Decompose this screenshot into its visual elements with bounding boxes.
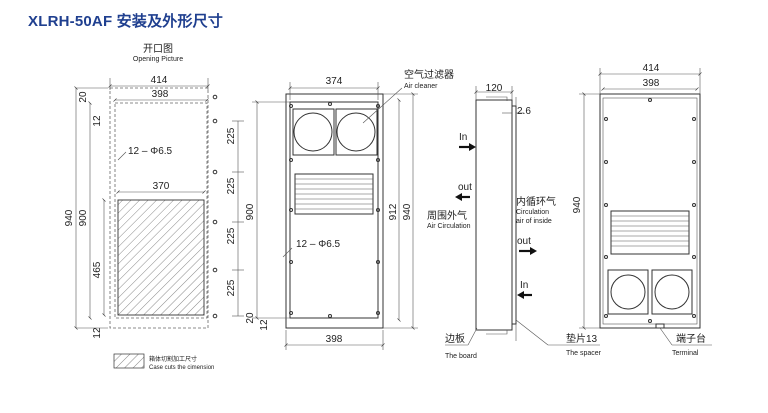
opening-label-en: Opening Picture	[133, 56, 183, 63]
side-out-bottom: out	[517, 236, 531, 247]
front-fan-left	[293, 112, 333, 152]
inner-en-2: air of inside	[516, 218, 552, 225]
opening-dim-225-c: 225	[226, 227, 237, 244]
ambient-en: Air Circulation	[427, 223, 471, 230]
front-dim-20: 20	[245, 312, 256, 324]
opening-view: 开口图 Opening Picture 414 398 370 940 900 …	[64, 43, 244, 371]
back-louver	[610, 210, 690, 255]
terminal-cn: 端子台	[676, 332, 706, 345]
opening-dim-940: 940	[64, 209, 75, 226]
terminal-en: Terminal	[672, 350, 699, 357]
front-louver	[294, 173, 374, 215]
opening-dim-12-top: 12	[92, 115, 103, 127]
opening-dim-225-b: 225	[226, 177, 237, 194]
opening-dim-225-d: 225	[226, 279, 237, 296]
opening-dim-370: 370	[153, 181, 170, 192]
inner-en-1: Circulation	[516, 209, 549, 216]
spacer-en: The spacer	[566, 350, 602, 357]
side-in-top: In	[459, 132, 467, 143]
front-holes-label: 12 – Φ6.5	[296, 239, 341, 250]
front-fan-right	[336, 112, 376, 152]
front-holes	[289, 102, 380, 318]
front-dim-398: 398	[326, 334, 343, 345]
opening-holes-label: 12 – Φ6.5	[128, 146, 173, 157]
side-out-top: out	[458, 182, 472, 193]
back-outer-frame	[599, 93, 701, 329]
opening-dim-900: 900	[78, 209, 89, 226]
board-en: The board	[445, 353, 477, 360]
opening-dim-398: 398	[152, 89, 169, 100]
board-cn: 边板	[445, 332, 465, 345]
side-body	[475, 99, 513, 331]
opening-dim-465: 465	[92, 261, 103, 278]
front-dim-912: 912	[388, 203, 399, 220]
opening-dim-12-bottom: 12	[92, 327, 103, 339]
front-dim-940: 940	[402, 203, 413, 220]
side-dim-120: 120	[486, 83, 503, 94]
back-dim-414: 414	[643, 63, 660, 74]
back-view: 414 398 940 端子台 Terminal	[572, 63, 712, 357]
ambient-cn: 周围外气	[427, 209, 467, 222]
opening-inner-frame	[114, 102, 208, 319]
opening-outer-frame	[109, 87, 209, 329]
front-dim-900: 900	[245, 203, 256, 220]
front-dim-12: 12	[259, 319, 270, 331]
back-fan-left	[610, 274, 646, 310]
opening-dim-20: 20	[78, 91, 89, 103]
opening-label-cn: 开口图	[143, 43, 173, 55]
side-dim-2-6: 2.6	[517, 106, 531, 117]
page-title: XLRH-50AF 安装及外形尺寸	[28, 13, 224, 30]
air-cleaner-en: Air cleaner	[404, 83, 438, 90]
back-dim-398: 398	[643, 78, 660, 89]
terminal-block	[655, 323, 665, 329]
back-fan-right	[654, 274, 690, 310]
side-view: 120 2.6 In out 周围外气 Air Circulation 内循环气…	[427, 83, 602, 360]
cut-area	[117, 199, 205, 316]
opening-dim-414: 414	[151, 75, 168, 86]
front-view: 374 398 900 20 12 912 940 12 – Φ6.5 空气过滤…	[245, 68, 454, 350]
side-in-bottom: In	[520, 280, 528, 291]
front-dim-374: 374	[326, 76, 343, 87]
opening-dim-225-a: 225	[226, 127, 237, 144]
front-outer-frame	[285, 93, 384, 329]
air-cleaner-cn: 空气过滤器	[404, 68, 454, 81]
side-spacer	[511, 105, 517, 325]
back-holes	[604, 98, 696, 323]
inner-cn: 内循环气	[516, 195, 556, 208]
legend-cn: 箱体切割加工尺寸	[149, 355, 197, 363]
back-dim-940: 940	[572, 196, 583, 213]
spacer-cn: 垫片13	[566, 332, 598, 345]
legend-swatch	[113, 353, 145, 369]
opening-holes	[212, 94, 218, 319]
legend-en: Case cuts the cimension	[149, 365, 214, 371]
